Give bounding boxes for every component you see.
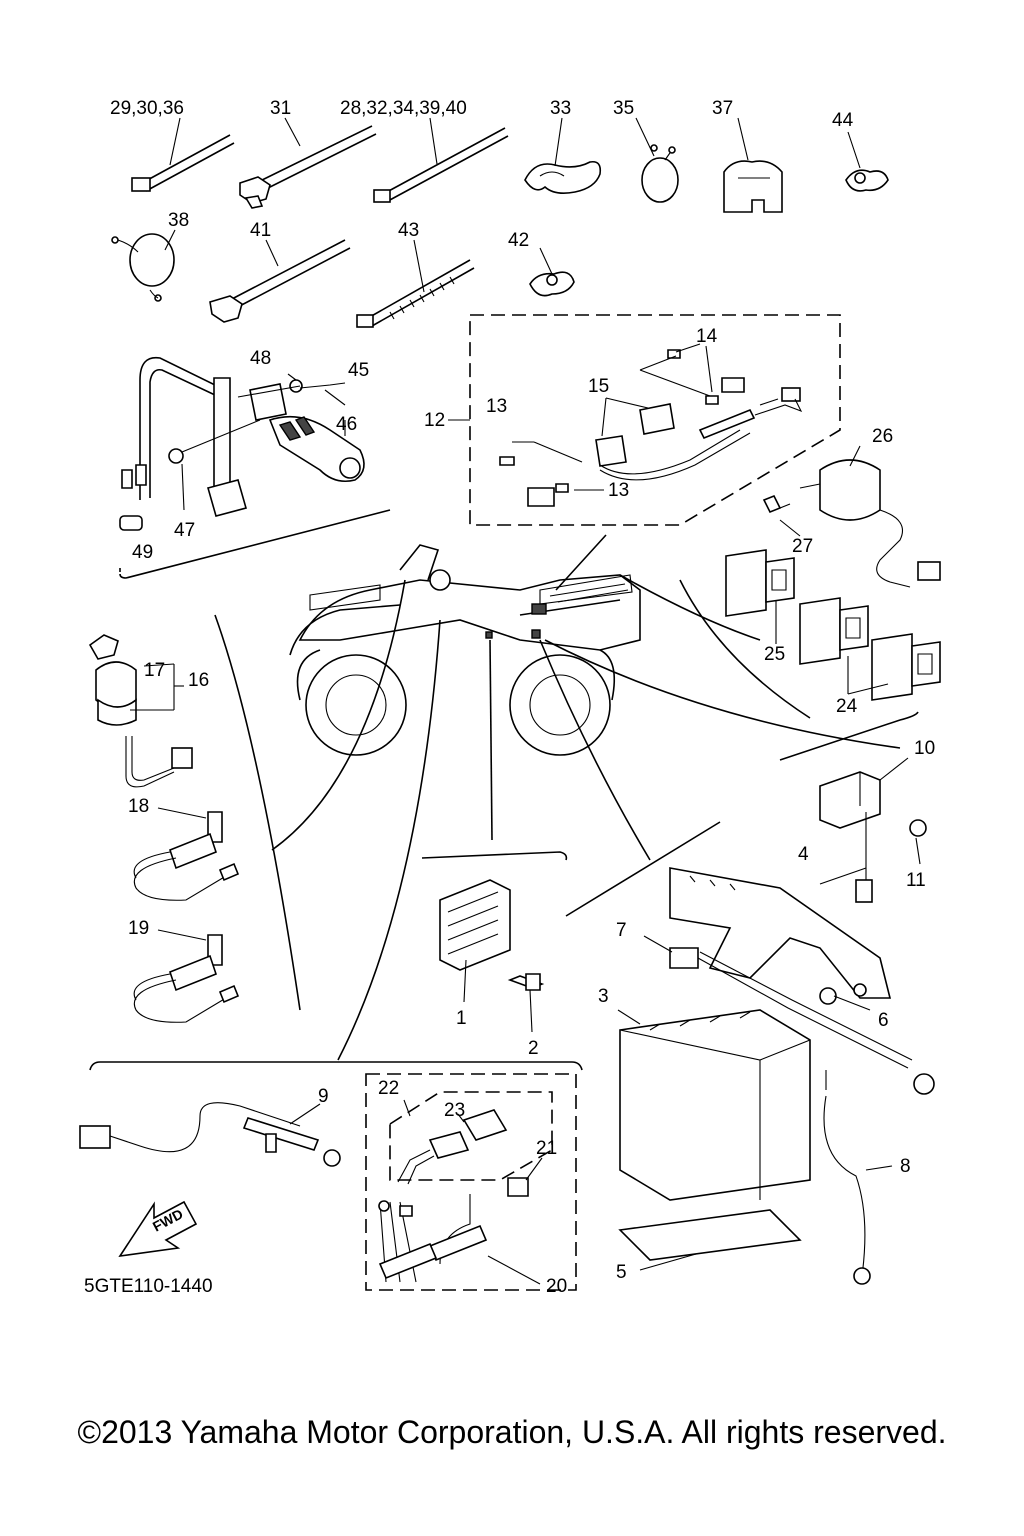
leader-line (539, 639, 651, 861)
label-48: 48 (250, 348, 271, 369)
label-19: 19 (128, 918, 149, 939)
label-45: 45 (348, 360, 369, 381)
label-14: 14 (696, 326, 718, 347)
label-18: 18 (128, 796, 149, 817)
diagram-code: 5GTE110-1440 (84, 1276, 213, 1297)
throttle-assembly (119, 356, 391, 579)
leader-line (619, 574, 761, 641)
label-37: 37 (712, 98, 733, 119)
clamp-44 (845, 131, 889, 192)
clamp-37 (723, 117, 783, 213)
part-labels: 29,30,36 31 28,32,34,39,40 33 35 37 44 3… (84, 98, 935, 1297)
clamp-33 (524, 117, 602, 194)
holder-38 (111, 229, 176, 302)
label-35: 35 (613, 98, 634, 119)
leader-line (214, 614, 301, 1011)
label-8: 8 (900, 1156, 911, 1177)
relays-24-25 (679, 549, 941, 719)
label-24: 24 (836, 696, 858, 717)
copyright-notice: ©2013 Yamaha Motor Corporation, U.S.A. A… (77, 1414, 947, 1450)
clamp-42 (529, 247, 575, 297)
label-5: 5 (616, 1262, 627, 1283)
main-switch-16-17 (88, 634, 193, 788)
label-13-top: 13 (486, 396, 507, 417)
label-23: 23 (444, 1100, 465, 1121)
leader-line (779, 711, 919, 761)
cable-tie-41 (209, 239, 351, 323)
rectifier-1-2 (439, 879, 545, 1033)
leader-line (544, 639, 901, 749)
part-10-11 (819, 757, 927, 903)
lead-9 (79, 1102, 341, 1167)
label-20: 20 (546, 1276, 567, 1297)
fwd-arrow: FWD (118, 1200, 198, 1258)
sensor-18 (133, 807, 240, 901)
label-43: 43 (398, 220, 419, 241)
label-28-32-34-39-40: 28,32,34,39,40 (340, 98, 467, 119)
leader-line (271, 579, 406, 851)
dashed-box-12 (448, 314, 841, 526)
label-3: 3 (598, 986, 609, 1007)
label-22: 22 (378, 1078, 399, 1099)
label-10: 10 (914, 738, 935, 759)
label-25: 25 (764, 644, 785, 665)
label-21: 21 (536, 1138, 557, 1159)
label-12: 12 (424, 410, 445, 431)
sensor-19 (133, 929, 240, 1023)
holder-35 (635, 117, 679, 203)
battery-area (617, 867, 935, 1285)
leader-line (421, 851, 568, 861)
label-47: 47 (174, 520, 195, 541)
label-27: 27 (792, 536, 813, 557)
cable-tie-29-30-36 (131, 117, 235, 192)
cable-tie-43 (356, 239, 475, 328)
label-38: 38 (168, 210, 189, 231)
leader-line (337, 619, 441, 1061)
label-31: 31 (270, 98, 291, 119)
dashed-box-20-23 (365, 1073, 577, 1291)
cable-tie-28-32-34-39-40 (373, 117, 509, 203)
label-46: 46 (336, 414, 357, 435)
label-16: 16 (188, 670, 209, 691)
label-9: 9 (318, 1086, 329, 1107)
label-41: 41 (250, 220, 271, 241)
label-13-bottom: 13 (608, 480, 629, 501)
label-2: 2 (528, 1038, 539, 1059)
label-44: 44 (832, 110, 854, 131)
label-11: 11 (906, 870, 926, 891)
label-33: 33 (550, 98, 571, 119)
label-4: 4 (798, 844, 809, 865)
bracket-line (89, 1061, 583, 1071)
label-6: 6 (878, 1010, 889, 1031)
label-17: 17 (144, 660, 165, 681)
label-29-30-36: 29,30,36 (110, 98, 184, 119)
atv-body (289, 544, 641, 756)
label-1: 1 (456, 1008, 467, 1029)
part-26-27 (762, 445, 941, 588)
leader-line (555, 534, 607, 591)
label-26: 26 (872, 426, 893, 447)
leader-line (489, 639, 493, 841)
cable-tie-31 (239, 117, 377, 209)
label-7: 7 (616, 920, 627, 941)
label-49: 49 (132, 542, 153, 563)
label-42: 42 (508, 230, 529, 251)
label-15: 15 (588, 376, 609, 397)
leader-line (565, 821, 721, 917)
